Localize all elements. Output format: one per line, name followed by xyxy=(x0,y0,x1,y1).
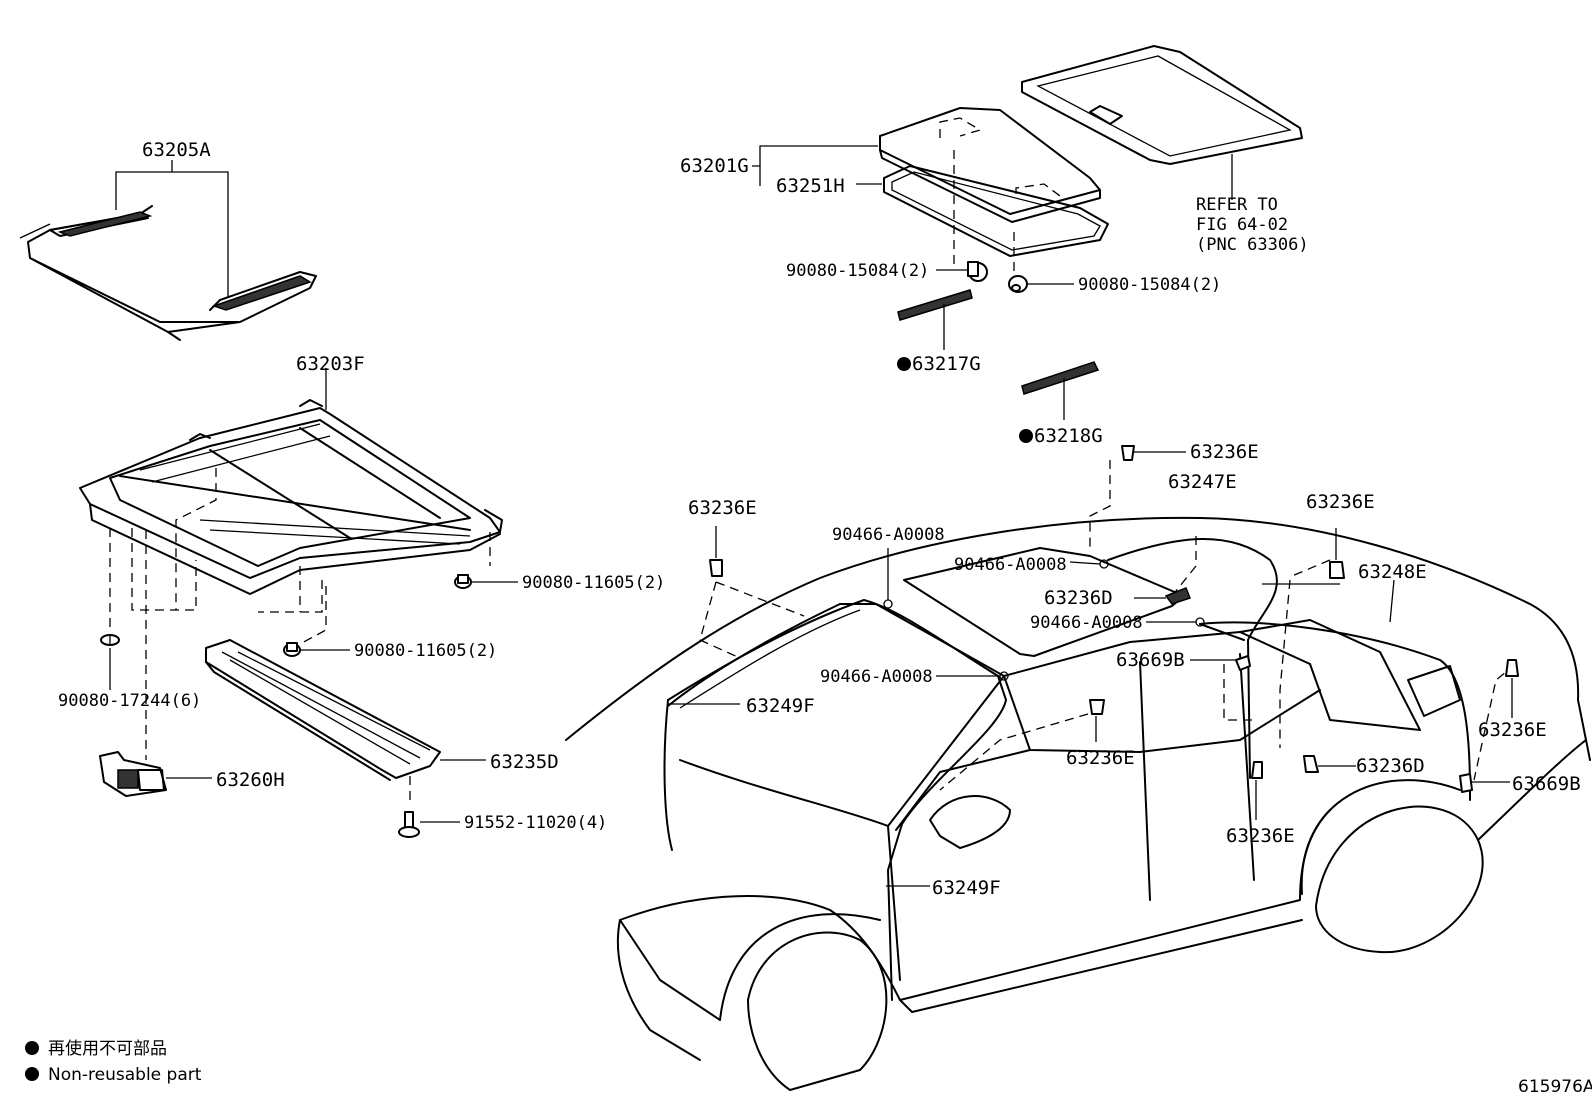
legend: 再使用不可部品 Non-reusable part xyxy=(25,1038,202,1085)
label-refer-line2: FIG 64-02 xyxy=(1196,215,1288,235)
label-63218G: 63218G xyxy=(1034,425,1103,447)
bolt-17244-drawing xyxy=(100,634,120,690)
bolt-15084-right-drawing xyxy=(1008,275,1074,293)
part-63260H-drawing xyxy=(99,751,212,797)
part-63205A-drawing xyxy=(19,205,317,341)
label-63203F: 63203F xyxy=(296,353,365,375)
leader-63205A xyxy=(115,160,229,298)
legend-dot-1 xyxy=(25,1041,39,1055)
screw-91552-drawing xyxy=(398,811,460,838)
label-63669B-right: 63669B xyxy=(1512,773,1581,795)
label-63236D-top: 63236D xyxy=(1044,587,1113,609)
label-63205A: 63205A xyxy=(142,139,211,161)
drain-hose-lines xyxy=(663,538,1471,1001)
clamp-leaders xyxy=(668,548,1205,887)
label-90466-A0008-d: 90466-A0008 xyxy=(820,667,933,687)
legend-english: Non-reusable part xyxy=(48,1065,202,1085)
part-63203F-drawing xyxy=(79,399,503,595)
label-63248E: 63248E xyxy=(1358,561,1427,583)
label-90080-15084-left: 90080-15084(2) xyxy=(786,261,929,281)
label-63235D: 63235D xyxy=(490,751,559,773)
label-63249F-bottom: 63249F xyxy=(932,877,1001,899)
label-refer-line1: REFER TO xyxy=(1196,195,1278,215)
bolt-11605-a-drawing xyxy=(454,574,518,589)
label-90080-11605-a: 90080-11605(2) xyxy=(522,573,665,593)
label-63260H: 63260H xyxy=(216,769,285,791)
label-63669B-mid: 63669B xyxy=(1116,649,1185,671)
legend-japanese: 再使用不可部品 xyxy=(48,1038,167,1059)
label-90466-A0008-c: 90466-A0008 xyxy=(1030,613,1143,633)
car-body-drawing xyxy=(565,516,1591,1091)
label-refer-line3: (PNC 63306) xyxy=(1196,235,1309,255)
label-90466-A0008-b: 90466-A0008 xyxy=(954,555,1067,575)
part-63235D-drawing xyxy=(205,639,486,806)
part-labels: 63205A 63203F 63201G 63251H REFER TO FIG… xyxy=(58,139,1581,899)
leader-63203F xyxy=(109,368,491,760)
part-63251H-drawing xyxy=(883,165,1109,257)
label-63236E-right-top: 63236E xyxy=(1306,491,1375,513)
label-63251H: 63251H xyxy=(776,175,845,197)
sunshade-drawing xyxy=(1021,45,1303,200)
label-63249F-top: 63249F xyxy=(746,695,815,717)
bolt-11605-b-drawing xyxy=(283,642,350,657)
label-63236E-left: 63236E xyxy=(688,497,757,519)
label-63236D-right: 63236D xyxy=(1356,755,1425,777)
label-90080-11605-b: 90080-11605(2) xyxy=(354,641,497,661)
label-91552-11020: 91552-11020(4) xyxy=(464,813,607,833)
label-90080-17244: 90080-17244(6) xyxy=(58,691,201,711)
part-63218G-drawing xyxy=(1021,361,1100,420)
label-63236E-mid: 63236E xyxy=(1066,747,1135,769)
label-63247E: 63247E xyxy=(1168,471,1237,493)
label-63236E-right: 63236E xyxy=(1478,719,1547,741)
clip-markers xyxy=(709,445,1519,820)
part-63217G-drawing xyxy=(897,289,973,350)
label-90080-15084-right: 90080-15084(2) xyxy=(1078,275,1221,295)
legend-dot-2 xyxy=(25,1067,39,1081)
label-63236E-bottom: 63236E xyxy=(1226,825,1295,847)
label-90466-A0008-a: 90466-A0008 xyxy=(832,525,945,545)
label-63217G: 63217G xyxy=(912,353,981,375)
figure-code: 615976A xyxy=(1518,1077,1592,1097)
part-63201G-drawing xyxy=(879,107,1101,223)
leader-63201G xyxy=(752,145,882,186)
label-63201G: 63201G xyxy=(680,155,749,177)
non-reusable-dot-63217G xyxy=(897,357,911,371)
label-63236E-top: 63236E xyxy=(1190,441,1259,463)
bolt-15084-left-drawing xyxy=(936,261,988,282)
glass-dashed-marks xyxy=(939,117,1061,278)
non-reusable-dot-63218G xyxy=(1019,429,1033,443)
